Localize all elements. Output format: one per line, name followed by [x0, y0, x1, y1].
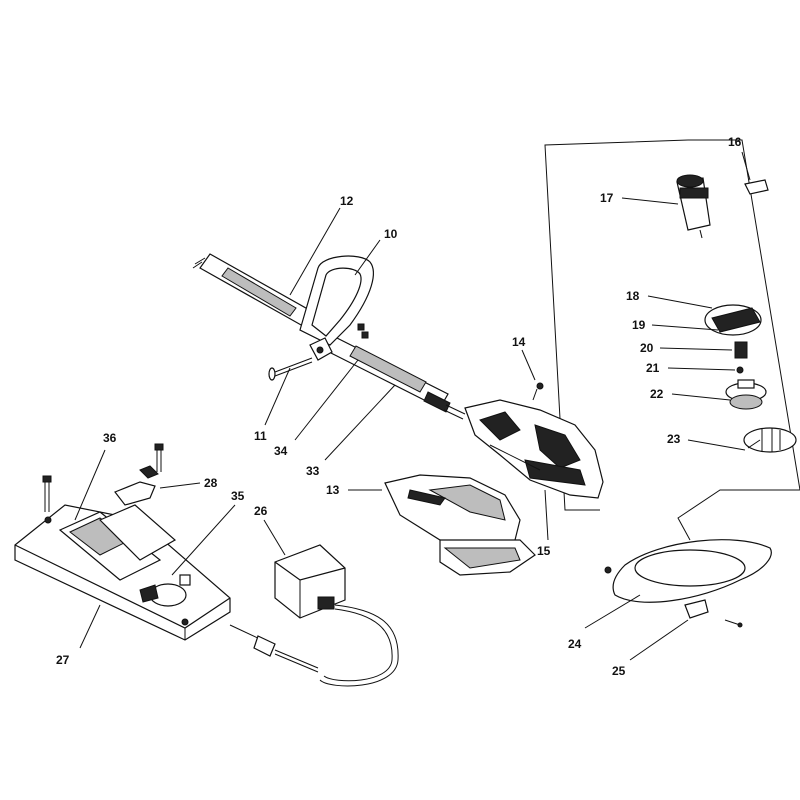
part-label-15: 15 — [537, 544, 551, 558]
assembly-bracket — [544, 139, 800, 541]
leader-lines — [74, 151, 751, 661]
motor-housing — [464, 382, 604, 499]
part-label-16: 16 — [728, 135, 742, 149]
part-label-20: 20 — [640, 341, 654, 355]
part-label-22: 22 — [650, 387, 664, 401]
part-label-14: 14 — [512, 335, 526, 349]
part-label-24: 24 — [568, 637, 582, 651]
part-label-10: 10 — [384, 227, 398, 241]
part-label-26: 26 — [254, 504, 268, 518]
part-label-28: 28 — [204, 476, 218, 490]
part-label-12: 12 — [340, 194, 354, 208]
part-labels: 10 11 12 13 14 15 16 17 18 19 20 21 22 2… — [56, 135, 742, 678]
part-label-34: 34 — [274, 444, 288, 458]
guard-plate — [604, 539, 772, 628]
part-label-18: 18 — [626, 289, 640, 303]
part-label-27: 27 — [56, 653, 70, 667]
part-label-13: 13 — [326, 483, 340, 497]
part-label-19: 19 — [632, 318, 646, 332]
part-label-17: 17 — [600, 191, 614, 205]
part-label-11: 11 — [254, 429, 267, 443]
part-label-33: 33 — [306, 464, 320, 478]
part-label-35: 35 — [231, 489, 245, 503]
charger-base — [14, 443, 231, 641]
charger — [229, 544, 399, 687]
guard — [384, 474, 536, 576]
shaft-assembly — [192, 253, 466, 420]
part-label-21: 21 — [646, 361, 660, 375]
part-label-23: 23 — [667, 432, 681, 446]
part-label-36: 36 — [103, 431, 117, 445]
motor-parts — [676, 174, 797, 453]
part-label-25: 25 — [612, 664, 626, 678]
